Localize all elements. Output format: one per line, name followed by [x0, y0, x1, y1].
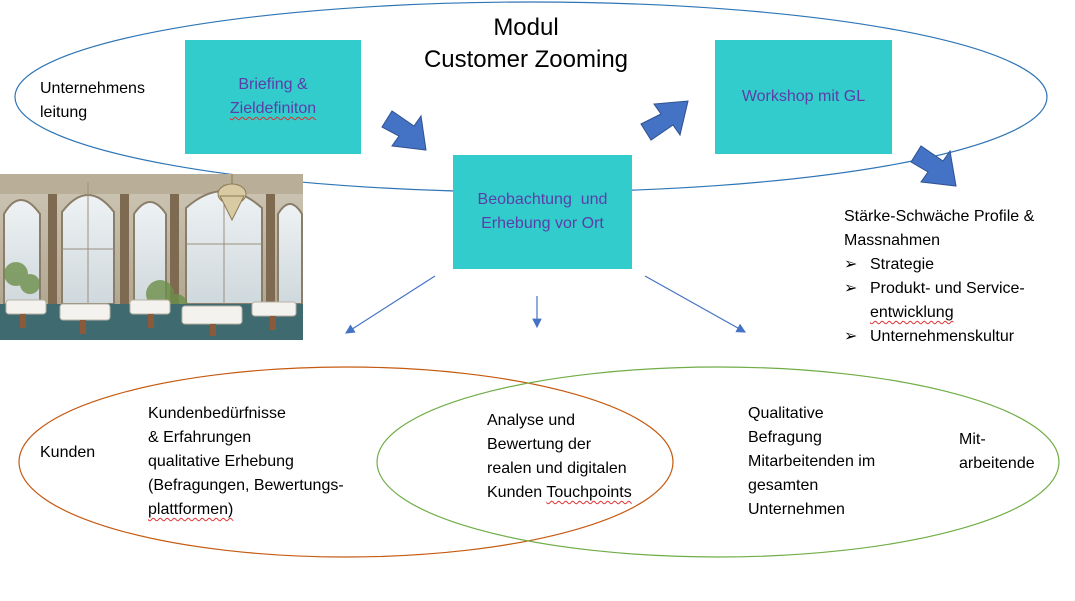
- left-ellipse-kunden: [18, 366, 674, 558]
- kunden-desc-line: qualitative Erhebung: [148, 453, 294, 470]
- results-item-kultur: ➢ Unternehmenskultur: [844, 325, 1034, 349]
- results-item-produkt: ➢ Produkt- und Service- entwicklung: [844, 277, 1034, 325]
- block-arrow-down-right-1: [381, 110, 427, 151]
- results-item-strategie: ➢ Strategie: [844, 253, 1034, 277]
- arrow-bullet-icon: ➢: [844, 256, 858, 273]
- page-title: Modul Customer Zooming: [406, 12, 646, 76]
- box-beobachtung: Beobachtung und Erhebung vor Ort: [453, 155, 632, 269]
- results-item-label-cont: entwicklung: [870, 304, 954, 321]
- box-briefing: Briefing & Zieldefiniton: [185, 40, 361, 154]
- mitarbeitende-desc-line: Mitarbeitenden im: [748, 453, 876, 470]
- title-line1: Modul: [493, 14, 559, 41]
- arrow-bullet-icon: ➢: [844, 280, 858, 297]
- results-item-label: Produkt- und Service-: [870, 280, 1025, 297]
- results-list: ➢ Strategie ➢ Produkt- und Service- entw…: [844, 253, 1034, 349]
- briefing-line1: Briefing &: [238, 76, 308, 93]
- thin-arrow-right: [644, 275, 747, 333]
- briefing-line2: Zieldefiniton: [229, 100, 317, 117]
- overlap-description: Analyse und Bewertung der realen und dig…: [487, 409, 632, 505]
- thin-arrow-left: [344, 275, 436, 334]
- unternehmensleitung-label: Unternehmens leitung: [40, 77, 145, 125]
- mitarbeitende-desc-line: gesamten: [748, 477, 819, 494]
- arrow-bullet-icon: ➢: [844, 328, 858, 345]
- box-workshop: Workshop mit GL: [715, 40, 892, 154]
- results-item-label: Unternehmenskultur: [870, 328, 1015, 345]
- kunden-description: Kundenbedürfnisse & Erfahrungen qualitat…: [148, 402, 344, 522]
- right-ellipse-mitarbeitende: [376, 366, 1060, 558]
- kunden-label: Kunden: [40, 444, 96, 461]
- mitarbeitende-label-line1: Mit-: [959, 431, 986, 448]
- beobachtung-line2: Erhebung vor Ort: [481, 215, 604, 232]
- overlap-line: Analyse und: [487, 412, 576, 429]
- mitarbeitende-label-line2: arbeitende: [959, 455, 1035, 472]
- restaurant-photo: [0, 174, 303, 340]
- overlap-line: Kunden Touchpoints: [487, 484, 632, 501]
- mitarbeitende-label: Mit- arbeitende: [959, 428, 1035, 476]
- beobachtung-line1: Beobachtung und: [477, 191, 608, 208]
- kunden-desc-line: & Erfahrungen: [148, 429, 252, 446]
- overlap-line: Bewertung der: [487, 436, 592, 453]
- workshop-label: Workshop mit GL: [741, 88, 866, 105]
- mitarbeitende-desc-line: Qualitative: [748, 405, 824, 422]
- kunden-desc-line: (Befragungen, Bewertungs-: [148, 477, 344, 494]
- block-arrow-down-right-2: [910, 145, 957, 187]
- title-line2: Customer Zooming: [423, 46, 629, 73]
- unternehmensleitung-line2: leitung: [40, 104, 88, 121]
- unternehmensleitung-line1: Unternehmens: [40, 80, 145, 97]
- kunden-desc-line: plattformen): [148, 501, 234, 518]
- mitarbeitende-desc-line: Befragung: [748, 429, 822, 446]
- results-item-label: Strategie: [870, 256, 935, 273]
- kunden-desc-line: Kundenbedürfnisse: [148, 405, 286, 422]
- mitarbeitende-desc-line: Unternehmen: [748, 501, 845, 518]
- results-block: Stärke-Schwäche Profile & Massnahmen ➢ S…: [844, 205, 1034, 349]
- mitarbeitende-description: Qualitative Befragung Mitarbeitenden im …: [748, 402, 875, 522]
- overlap-line: realen und digitalen: [487, 460, 627, 477]
- results-heading-line1: Stärke-Schwäche Profile &: [844, 208, 1035, 225]
- results-heading-line2: Massnahmen: [844, 232, 941, 249]
- block-arrow-up-right: [640, 100, 689, 141]
